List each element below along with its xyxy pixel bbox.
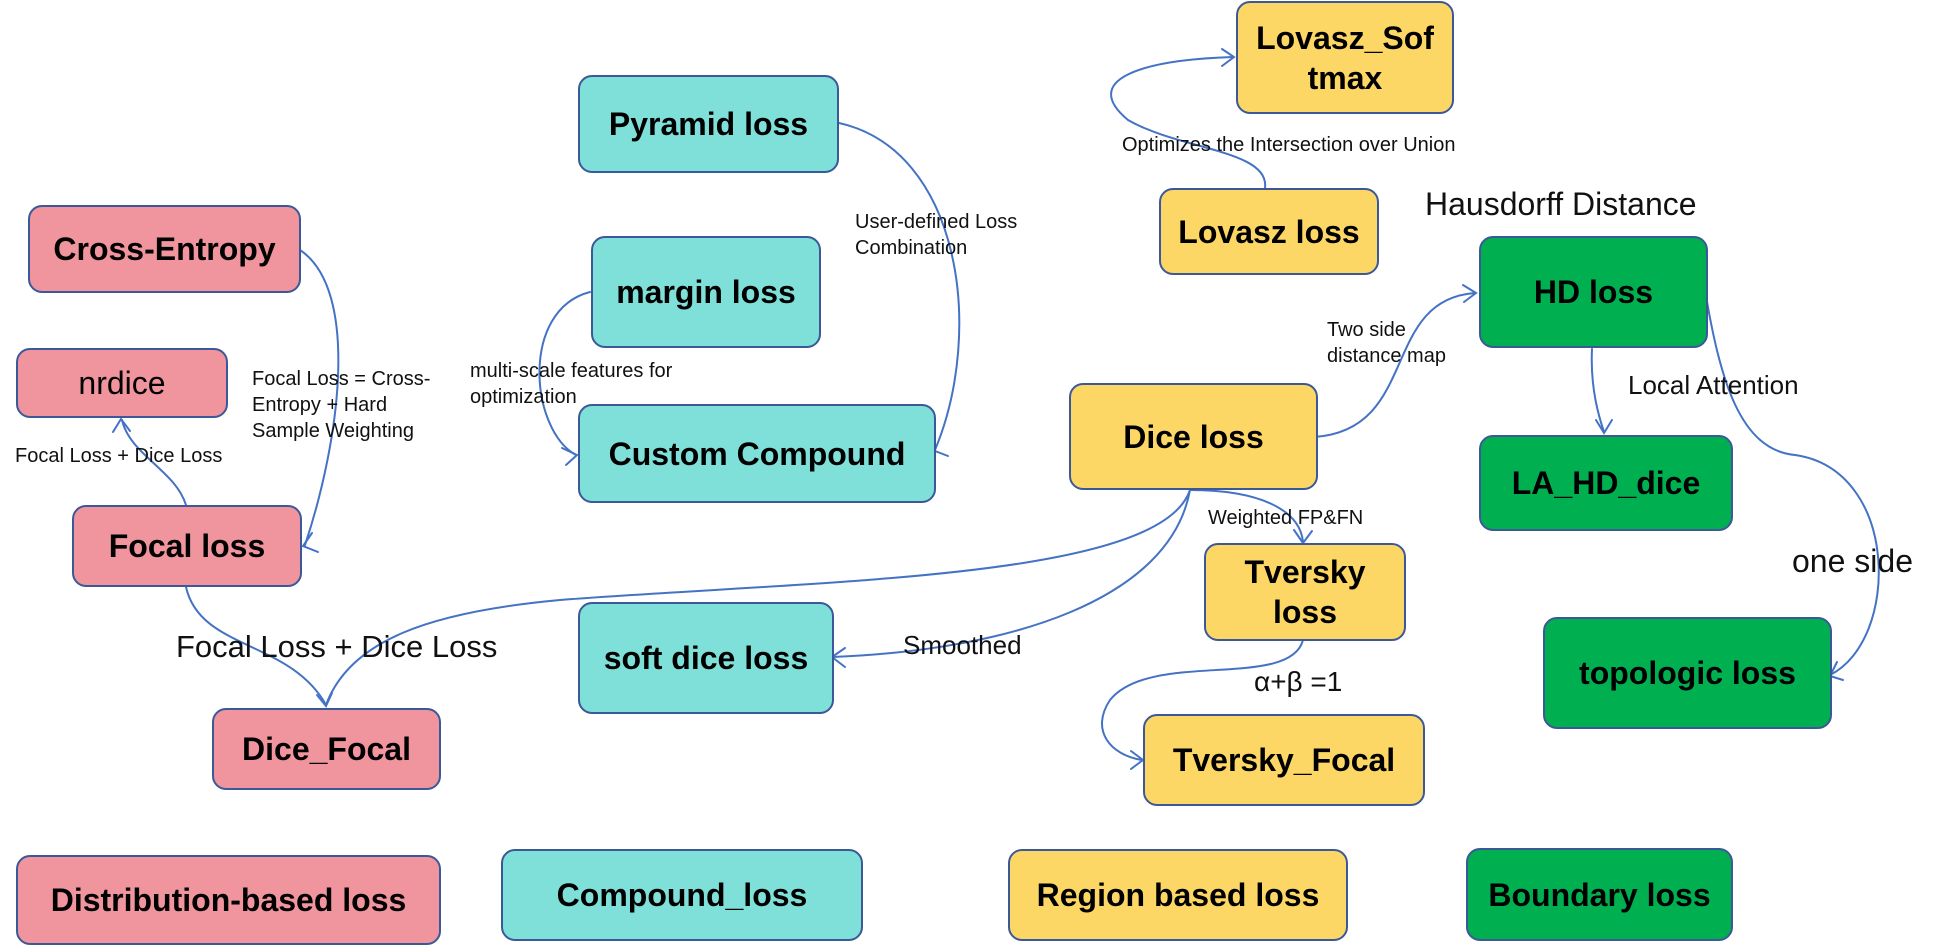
arrowhead: [1221, 48, 1236, 67]
label-optimizes-iou: Optimizes the Intersection over Union: [1122, 134, 1456, 156]
node-custom-compound: Custom Compound: [578, 404, 936, 503]
arrowhead: [561, 447, 579, 466]
arrowhead: [112, 417, 131, 433]
label-smoothed: Smoothed: [903, 630, 1022, 660]
node-focal-loss: Focal loss: [72, 505, 302, 587]
node-cross-entropy: Cross-Entropy: [28, 205, 301, 293]
label-focal-dice-large: Focal Loss + Dice Loss: [176, 629, 498, 664]
node-hd-loss: HD loss: [1479, 236, 1708, 348]
label-focal-equation: Focal Loss = Cross- Entropy + Hard Sampl…: [252, 368, 431, 442]
arrowhead: [1462, 284, 1478, 303]
edge-pyramid-to-custom: [838, 122, 961, 451]
node-lovasz-loss: Lovasz loss: [1159, 188, 1379, 275]
label-weighted: Weighted FP&FN: [1208, 507, 1364, 529]
label-user-defined: User-defined Loss Combination: [855, 211, 1018, 259]
arrowhead: [301, 532, 319, 553]
node-dice-loss: Dice loss: [1069, 383, 1318, 490]
node-topologic-loss: topologic loss: [1543, 617, 1832, 729]
node-lovasz-softmax: Lovasz_Sof tmax: [1236, 1, 1454, 114]
arrowhead: [1595, 419, 1613, 435]
label-focal-dice-small: Focal Loss + Dice Loss: [15, 445, 223, 467]
legend-region: Region based loss: [1008, 849, 1348, 941]
legend-boundary: Boundary loss: [1466, 848, 1733, 941]
edge-hd-to-la: [1590, 348, 1605, 433]
node-tversky-loss: Tversky loss: [1204, 543, 1406, 641]
label-hausdorff: Hausdorff Distance: [1425, 186, 1697, 222]
node-dice-focal: Dice_Focal: [212, 708, 441, 790]
arrowhead: [1293, 529, 1313, 545]
node-tversky-focal: Tversky_Focal: [1143, 714, 1425, 806]
arrowhead: [1130, 750, 1145, 770]
node-pyramid-loss: Pyramid loss: [578, 75, 839, 173]
node-la-hd-dice: LA_HD_dice: [1479, 435, 1733, 531]
label-one-side: one side: [1792, 543, 1913, 579]
legend-compound: Compound_loss: [501, 849, 863, 941]
label-two-side: Two side distance map: [1327, 319, 1446, 367]
label-local-attention: Local Attention: [1628, 370, 1799, 400]
node-soft-dice-loss: soft dice loss: [578, 602, 834, 714]
label-alpha-beta: α+β =1: [1254, 666, 1343, 697]
label-multi-scale: multi-scale features for optimization: [470, 360, 673, 408]
node-nrdice: nrdice: [16, 348, 228, 418]
legend-distribution: Distribution-based loss: [16, 855, 441, 945]
node-margin-loss: margin loss: [591, 236, 821, 348]
arrowhead: [316, 692, 333, 708]
